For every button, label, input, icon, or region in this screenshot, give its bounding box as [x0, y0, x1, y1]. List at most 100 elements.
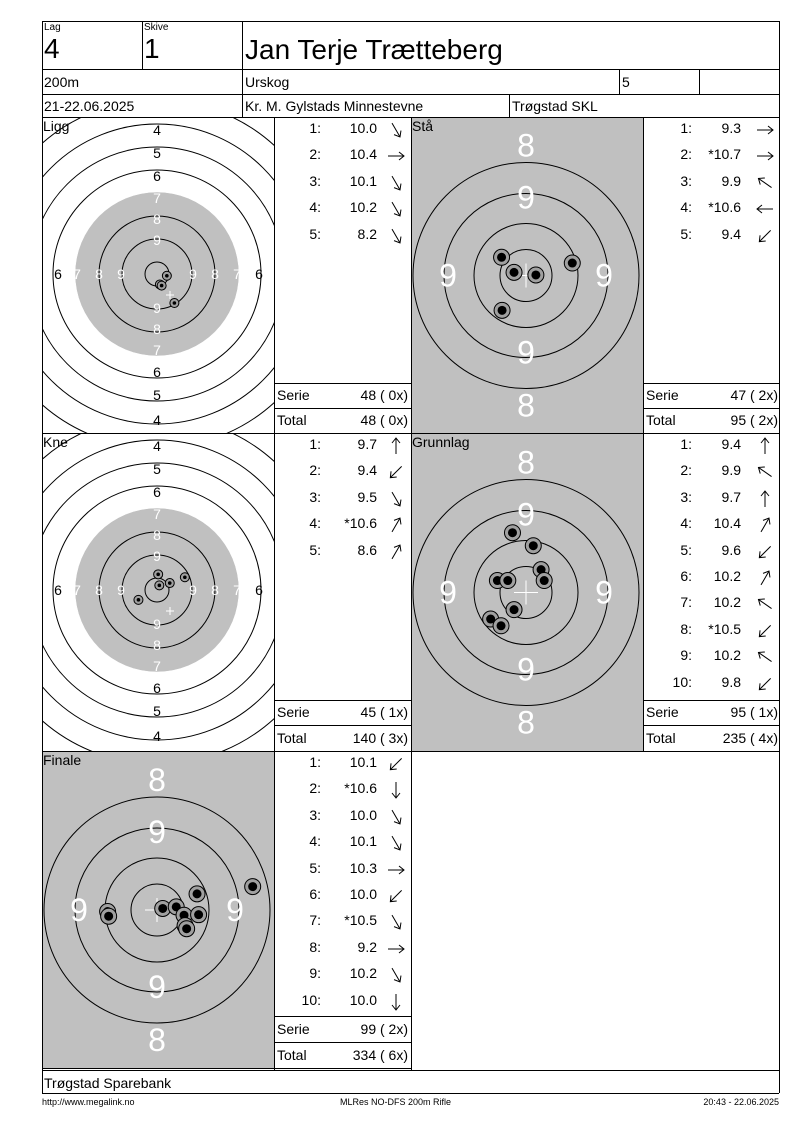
shot-number: 5:	[309, 541, 321, 558]
shot-direction	[754, 569, 776, 587]
shot-direction	[385, 227, 407, 245]
footer-url[interactable]: http://www.megalink.no	[42, 1097, 135, 1107]
shot-row: 4:10.2	[275, 199, 411, 225]
direction-arrow-icon	[758, 545, 772, 558]
shot-direction	[754, 463, 776, 481]
shot-row: 2:*10.6	[275, 780, 411, 806]
shot-number: 3:	[309, 172, 321, 189]
shot-number: 1:	[680, 436, 692, 452]
shot-score: 10.4	[713, 515, 741, 532]
shot-row: 2:9.4	[275, 462, 411, 488]
serie-label: Serie	[646, 704, 679, 720]
ring-number: 8	[517, 388, 535, 424]
shot-number: 7:	[309, 912, 321, 929]
skive-label: Skive	[144, 22, 169, 33]
inner-ring	[98, 215, 216, 333]
direction-arrow-icon	[388, 152, 405, 161]
shot-hole-center	[497, 252, 507, 262]
ring-number: 9	[153, 232, 161, 248]
ring	[412, 479, 640, 706]
ring-number: 6	[153, 484, 161, 500]
panel-title-ligg: Ligg	[43, 118, 70, 134]
shot-row: 3:9.7	[644, 489, 779, 515]
shot-score: *10.6	[708, 199, 741, 216]
shot-row: 7:10.2	[644, 594, 779, 620]
shot-number: 5:	[680, 541, 692, 558]
shot-direction	[754, 227, 776, 245]
ring-number: 9	[153, 616, 161, 632]
panel-title-kne: Kne	[43, 434, 68, 450]
serie-value: 45 ( 1x)	[360, 704, 408, 720]
ring-number: 9	[517, 652, 535, 688]
event-name: Kr. M. Gylstads Minnestevne	[245, 98, 424, 114]
shot-score: 9.5	[357, 488, 377, 505]
shot-direction	[385, 834, 407, 852]
shot-hole-center	[158, 903, 168, 913]
shot-number: 4:	[309, 199, 321, 216]
shot-hole-center	[136, 598, 141, 602]
ring-number: 9	[148, 814, 166, 850]
direction-arrow-icon	[391, 228, 402, 244]
ring	[412, 162, 640, 389]
shot-score: 10.0	[349, 120, 377, 136]
ring-number: 5	[153, 145, 161, 161]
inner-ring	[121, 554, 193, 626]
shot-hole-center	[192, 889, 202, 899]
shot-number: 8:	[680, 620, 692, 637]
direction-arrow-icon	[389, 757, 403, 771]
shot-row: 3:9.9	[644, 173, 779, 199]
ring-number: 9	[189, 266, 197, 282]
skive-value: 1	[144, 33, 160, 64]
shot-number: 4:	[680, 515, 692, 532]
shot-row: 4:*10.6	[275, 515, 411, 541]
ring	[443, 193, 609, 358]
shot-number: 6:	[680, 568, 692, 584]
ring-number: 6	[153, 680, 161, 696]
direction-arrow-icon	[757, 152, 774, 161]
shot-hole-center	[248, 882, 258, 892]
total-label: Total	[646, 730, 676, 746]
shot-score: 9.9	[721, 172, 741, 189]
shot-direction	[385, 463, 407, 481]
serie-value: 48 ( 0x)	[360, 387, 408, 403]
shot-direction	[385, 121, 407, 139]
ring-number: 4	[153, 412, 161, 428]
shot-number: 10:	[301, 991, 321, 1008]
shot-number: 2:	[680, 462, 692, 479]
shot-hole-center	[507, 528, 517, 538]
ring-number: 7	[153, 506, 161, 522]
klasse: 5	[622, 74, 630, 90]
inner-ring	[98, 531, 216, 649]
shot-number: 4:	[680, 199, 692, 216]
ring-number: 8	[95, 582, 103, 598]
shot-direction	[385, 808, 407, 826]
ring-number: 9	[439, 258, 457, 294]
shot-number: 1:	[309, 120, 321, 136]
shot-hole-center	[531, 270, 541, 280]
shot-score: *10.6	[344, 515, 377, 532]
direction-arrow-icon	[760, 570, 771, 586]
date: 21-22.06.2025	[44, 98, 135, 114]
shot-direction	[754, 516, 776, 534]
shot-row: 9:10.2	[275, 965, 411, 991]
shot-row: 5:10.3	[275, 860, 411, 886]
ring-number: 6	[255, 582, 263, 598]
total-value: 235 ( 4x)	[722, 730, 778, 746]
shot-score: 8.2	[357, 225, 377, 242]
ring-number: 8	[517, 445, 535, 481]
ring-number: 7	[153, 658, 161, 674]
shot-direction	[385, 516, 407, 534]
ring-number: 8	[153, 527, 161, 543]
shot-row: 10:10.0	[275, 992, 411, 1018]
direction-arrow-icon	[391, 517, 402, 533]
outer-ring	[52, 485, 262, 695]
shot-direction	[385, 490, 407, 508]
